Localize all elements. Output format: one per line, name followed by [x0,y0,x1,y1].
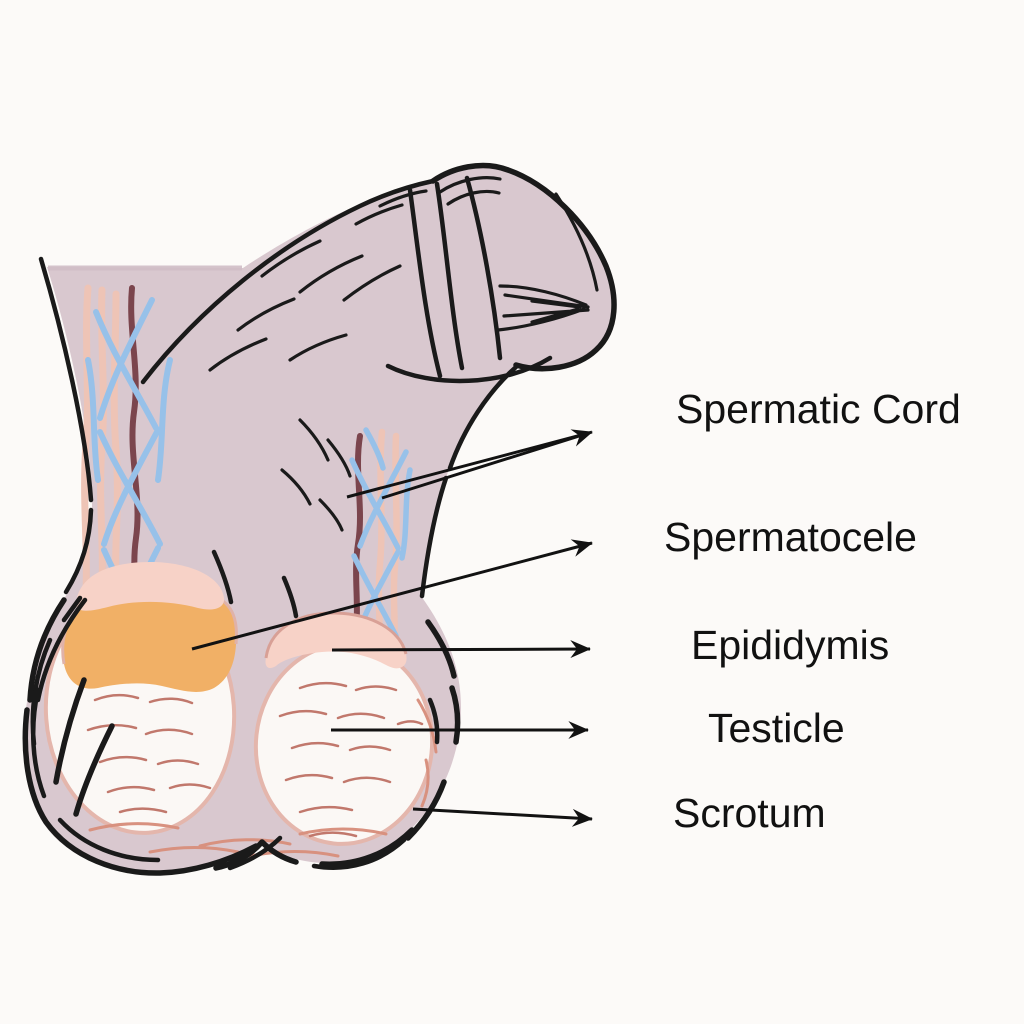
left-epididymis [76,562,225,611]
spermatic-cord-veins-right [349,427,413,671]
scrotum-skin-texture [88,698,438,858]
leader-arrows [191,429,593,827]
right-testicle-texture [278,682,424,838]
contours-medium [30,175,553,871]
right-testicle [255,644,433,844]
right-epididymis [265,612,407,669]
arrow-spermatic-cord-line-a [346,432,586,499]
spermatocele-mass [62,587,237,692]
label-epididymis: Epididymis [691,622,890,668]
label-spermatic-cord: Spermatic Cord [676,386,961,432]
label-scrotum: Scrotum [673,790,826,836]
blue-pampiniform-plexus [349,427,413,641]
contours-light [208,176,599,532]
label-spermatocele: Spermatocele [664,514,917,560]
right-epididymis-outline [264,611,408,659]
label-testicle: Testicle [708,705,845,751]
arrow-epididymis [331,640,591,659]
arrow-spermatocele [191,539,593,651]
arrow-spermatic-cord [381,429,593,500]
arrow-scrotum [412,807,593,827]
